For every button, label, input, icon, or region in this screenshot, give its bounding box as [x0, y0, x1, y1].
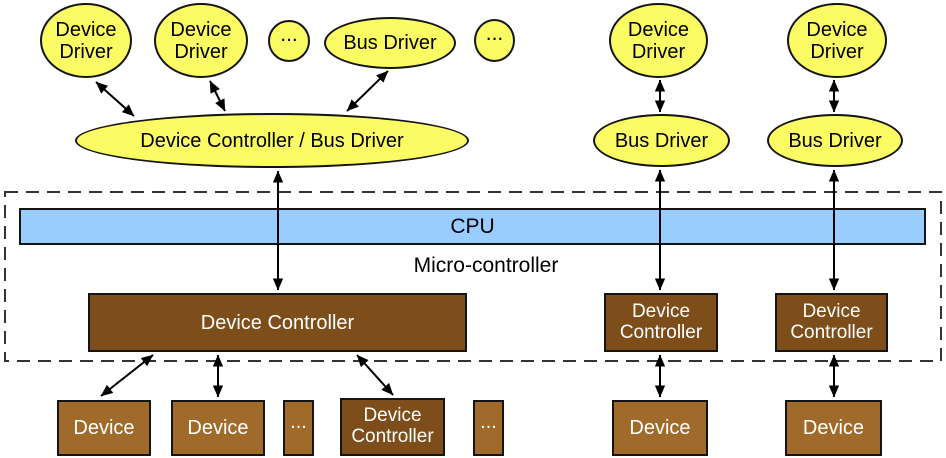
bus-driver-label: Bus Driver — [343, 32, 437, 54]
cpu-label: CPU — [450, 214, 495, 238]
device-box-1: Device — [57, 400, 151, 456]
ellipsis-label: ... — [290, 410, 307, 433]
device-driver-ellipse-b: Device Driver — [154, 3, 248, 78]
bus-driver-ellipse-right-2: Bus Driver — [767, 114, 903, 167]
device-controller-main-box: Device Controller — [88, 293, 467, 352]
device-box-right-1: Device — [612, 400, 708, 456]
device-driver-label: Device Driver — [806, 18, 868, 63]
device-controller-label: Device Controller — [619, 300, 703, 343]
arrow-bus-driver-top-combined — [346, 70, 389, 112]
device-controller-label: Device Controller — [790, 300, 873, 343]
ellipsis-label: ... — [480, 410, 497, 433]
device-driver-ellipse-d: Device Driver — [787, 3, 887, 78]
device-controller-bus-driver-ellipse: Device Controller / Bus Driver — [75, 113, 469, 168]
arrow-device-driver-b-combined — [209, 80, 226, 112]
device-driver-label: Device Driver — [55, 18, 117, 63]
device-label: Device — [73, 417, 135, 439]
driver-ellipsis-circle-2: ... — [474, 19, 515, 62]
device-driver-label: Device Driver — [627, 18, 690, 63]
device-driver-ellipse-a: Device Driver — [40, 3, 132, 78]
device-label: Device — [629, 417, 691, 439]
device-controller-box-right-1: Device Controller — [604, 293, 718, 352]
bus-driver-label: Bus Driver — [788, 129, 882, 152]
device-driver-ellipse-c: Device Driver — [609, 3, 708, 78]
device-controller-label: Device Controller — [351, 405, 434, 447]
device-controller-label: Device Controller — [200, 311, 355, 334]
device-controller-box-right-2: Device Controller — [775, 293, 888, 352]
bus-driver-ellipse-top: Bus Driver — [324, 17, 456, 69]
combined-controller-label: Device Controller / Bus Driver — [140, 129, 404, 152]
ellipsis-label: ... — [485, 22, 504, 46]
driver-ellipsis-circle-1: ... — [268, 20, 310, 62]
device-controller-box-bottom: Device Controller — [340, 398, 445, 456]
arrow-device-driver-a-combined — [95, 81, 135, 117]
device-ellipsis-box-2: ... — [473, 400, 504, 456]
device-driver-label: Device Driver — [170, 18, 232, 63]
arrow-device-controller-main-device-1 — [100, 354, 154, 397]
bus-driver-label: Bus Driver — [614, 129, 709, 152]
cpu-bar: CPU — [19, 208, 926, 245]
device-box-right-2: Device — [785, 400, 882, 456]
device-label: Device — [187, 417, 249, 439]
device-ellipsis-box-1: ... — [283, 400, 314, 456]
device-box-2: Device — [171, 400, 265, 456]
micro-controller-label: Micro-controller — [413, 254, 559, 278]
bus-driver-ellipse-right-1: Bus Driver — [593, 114, 730, 167]
ellipsis-label: ... — [280, 22, 298, 46]
device-label: Device — [802, 417, 865, 439]
arrow-device-controller-main-device-controller-bottom — [356, 354, 394, 396]
